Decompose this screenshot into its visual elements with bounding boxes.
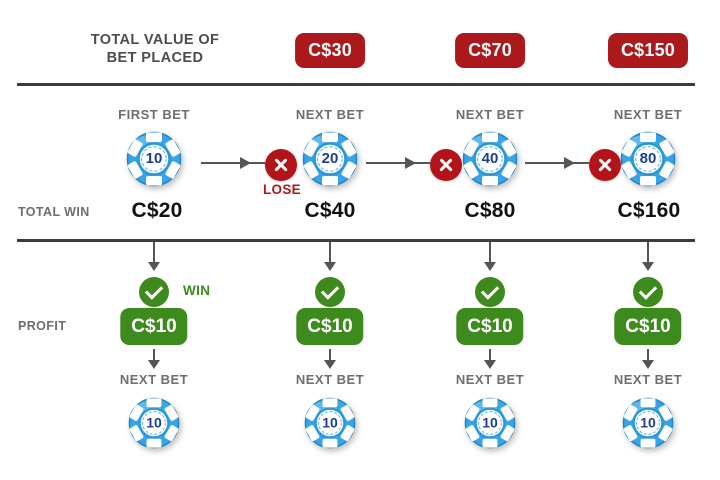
profit-badge: C$10 xyxy=(614,308,682,345)
bet-step-label: FIRST BET xyxy=(118,107,190,122)
next-bet-label: NEXT BET xyxy=(613,372,683,387)
lose-label: LOSE xyxy=(263,182,301,197)
arrow-down-icon xyxy=(484,242,496,271)
bet-step-label: NEXT BET xyxy=(613,107,683,122)
arrow-right-icon xyxy=(366,157,430,169)
bet-step-label: NEXT BET xyxy=(455,107,525,122)
next-bet-label: NEXT BET xyxy=(295,372,365,387)
chip-value: 20 xyxy=(321,149,339,167)
diagram-title-line1: TOTAL VALUE OF xyxy=(90,32,220,48)
win-label: WIN xyxy=(183,283,211,298)
win-icon xyxy=(633,277,663,307)
poker-chip-icon: 80 xyxy=(620,131,676,187)
profit-badge: C$10 xyxy=(296,308,364,345)
chip-value: 80 xyxy=(639,149,657,167)
total-win-value: C$160 xyxy=(617,199,681,222)
diagram-title: TOTAL VALUE OF BET PLACED xyxy=(91,31,220,67)
poker-chip-icon: 10 xyxy=(622,397,674,449)
arrow-down-icon xyxy=(642,349,654,369)
poker-chip-icon: 10 xyxy=(464,397,516,449)
arrow-down-icon xyxy=(642,242,654,271)
lose-icon xyxy=(589,149,621,181)
profit-badge: C$10 xyxy=(120,308,188,345)
arrow-down-icon xyxy=(148,242,160,271)
chip-value: 10 xyxy=(145,149,163,167)
chip-value: 10 xyxy=(322,414,338,431)
arrow-down-icon xyxy=(324,349,336,369)
next-bet-label: NEXT BET xyxy=(119,372,189,387)
divider-top xyxy=(17,83,695,86)
divider-middle xyxy=(17,239,695,242)
profit-caption: PROFIT xyxy=(18,319,67,333)
lose-icon xyxy=(430,149,462,181)
arrow-down-icon xyxy=(484,349,496,369)
total-win-value: C$80 xyxy=(464,199,516,222)
bet-step-label: NEXT BET xyxy=(295,107,365,122)
poker-chip-icon: 40 xyxy=(462,131,518,187)
lose-icon xyxy=(265,149,297,181)
poker-chip-icon: 10 xyxy=(304,397,356,449)
poker-chip-icon: 10 xyxy=(126,131,182,187)
chip-value: 10 xyxy=(640,414,656,431)
next-bet-label: NEXT BET xyxy=(455,372,525,387)
arrow-down-icon xyxy=(324,242,336,271)
arrow-right-icon xyxy=(201,157,265,169)
total-bet-badge: C$70 xyxy=(455,33,525,68)
total-win-value: C$40 xyxy=(304,199,356,222)
poker-chip-icon: 10 xyxy=(128,397,180,449)
chip-value: 10 xyxy=(146,414,162,431)
chip-value: 10 xyxy=(482,414,498,431)
diagram-title-line2: BET PLACED xyxy=(106,50,204,66)
win-icon xyxy=(315,277,345,307)
poker-chip-icon: 20 xyxy=(302,131,358,187)
arrow-right-icon xyxy=(525,157,589,169)
profit-badge: C$10 xyxy=(456,308,524,345)
total-bet-badge: C$30 xyxy=(295,33,365,68)
arrow-down-icon xyxy=(148,349,160,369)
total-bet-badge: C$150 xyxy=(607,33,689,68)
total-win-caption: TOTAL WIN xyxy=(18,205,90,219)
win-icon xyxy=(139,277,169,307)
win-icon xyxy=(475,277,505,307)
total-win-value: C$20 xyxy=(131,199,183,222)
chip-value: 40 xyxy=(481,149,499,167)
